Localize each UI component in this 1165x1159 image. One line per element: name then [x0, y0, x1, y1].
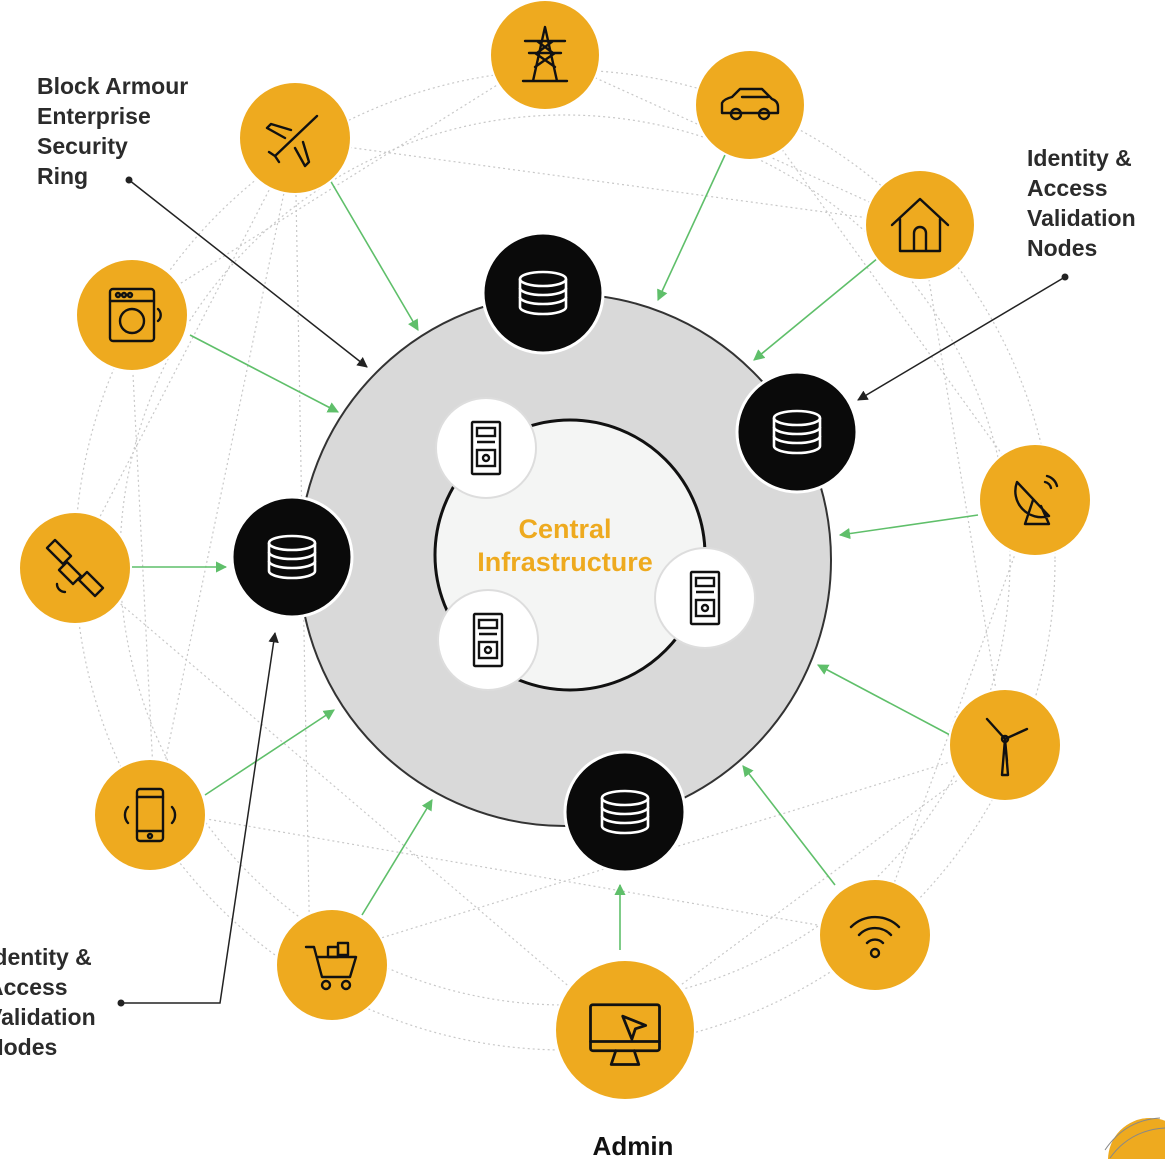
device-node: [978, 443, 1092, 557]
validation-nodes: [230, 231, 859, 874]
device-node: [948, 688, 1062, 802]
callout-lines: [117, 176, 1069, 1007]
home-icon: [890, 197, 950, 253]
validation-right-line-2: Access: [1027, 175, 1108, 201]
security-ring-label: Block Armour Enterprise Security Ring: [37, 73, 188, 189]
server-nodes: [435, 397, 756, 691]
device-node: [275, 908, 389, 1022]
validation-right-line-4: Nodes: [1027, 235, 1097, 261]
satellite-dish-icon: [1014, 474, 1059, 526]
security-ring-label-line-3: Security: [37, 133, 128, 159]
server-icon: [470, 420, 502, 476]
airplane-icon: [265, 114, 319, 168]
validation-node: [481, 231, 605, 355]
server-icon: [472, 612, 504, 668]
admin-label: Admin: [593, 1131, 674, 1159]
validation-node: [735, 370, 859, 494]
validation-right-line-3: Validation: [1027, 205, 1136, 231]
database-icon: [772, 409, 822, 455]
validation-node: [563, 750, 687, 874]
security-ring-label-line-4: Ring: [37, 163, 88, 189]
wind-turbine-icon: [985, 717, 1029, 777]
central-label-line-2: Infrastructure: [477, 547, 653, 577]
device-node: [93, 758, 207, 872]
admin-monitor-icon: [589, 1003, 661, 1066]
device-node: [18, 511, 132, 625]
validation-left-line-2: Access: [0, 974, 68, 1000]
server-node: [654, 547, 756, 649]
security-ring-label-line-1: Block Armour: [37, 73, 188, 99]
validation-nodes-label-left: Identity & Access Validation Nodes: [0, 944, 96, 1060]
validation-node: [230, 495, 354, 619]
corner-logo: [1104, 1117, 1165, 1159]
device-node: [75, 258, 189, 372]
validation-nodes-label-right: Identity & Access Validation Nodes: [1027, 145, 1136, 261]
device-node: [864, 169, 976, 281]
wifi-icon: [849, 915, 901, 959]
satellite-icon: [45, 538, 105, 598]
central-label-line-1: Central: [518, 514, 611, 544]
device-node: [818, 878, 932, 992]
validation-left-line-1: Identity &: [0, 944, 92, 970]
shopping-cart-icon: [304, 941, 358, 991]
server-node: [437, 589, 539, 691]
validation-left-line-3: Validation: [0, 1004, 96, 1030]
server-icon: [689, 570, 721, 626]
washing-machine-icon: [108, 287, 162, 343]
device-nodes: [18, 0, 1092, 1101]
validation-right-line-1: Identity &: [1027, 145, 1132, 171]
connection-arrows: [132, 154, 979, 950]
device-node: [238, 81, 352, 195]
power-tower-icon: [521, 25, 569, 83]
smartphone-icon: [123, 787, 177, 843]
validation-left-line-4: Nodes: [0, 1034, 57, 1060]
database-icon: [600, 789, 650, 835]
database-icon: [518, 270, 568, 316]
security-ring-label-line-2: Enterprise: [37, 103, 151, 129]
device-node: [554, 959, 696, 1101]
server-node: [435, 397, 537, 499]
device-node: [489, 0, 601, 111]
database-icon: [267, 534, 317, 580]
device-node: [694, 49, 806, 161]
car-icon: [720, 87, 780, 121]
